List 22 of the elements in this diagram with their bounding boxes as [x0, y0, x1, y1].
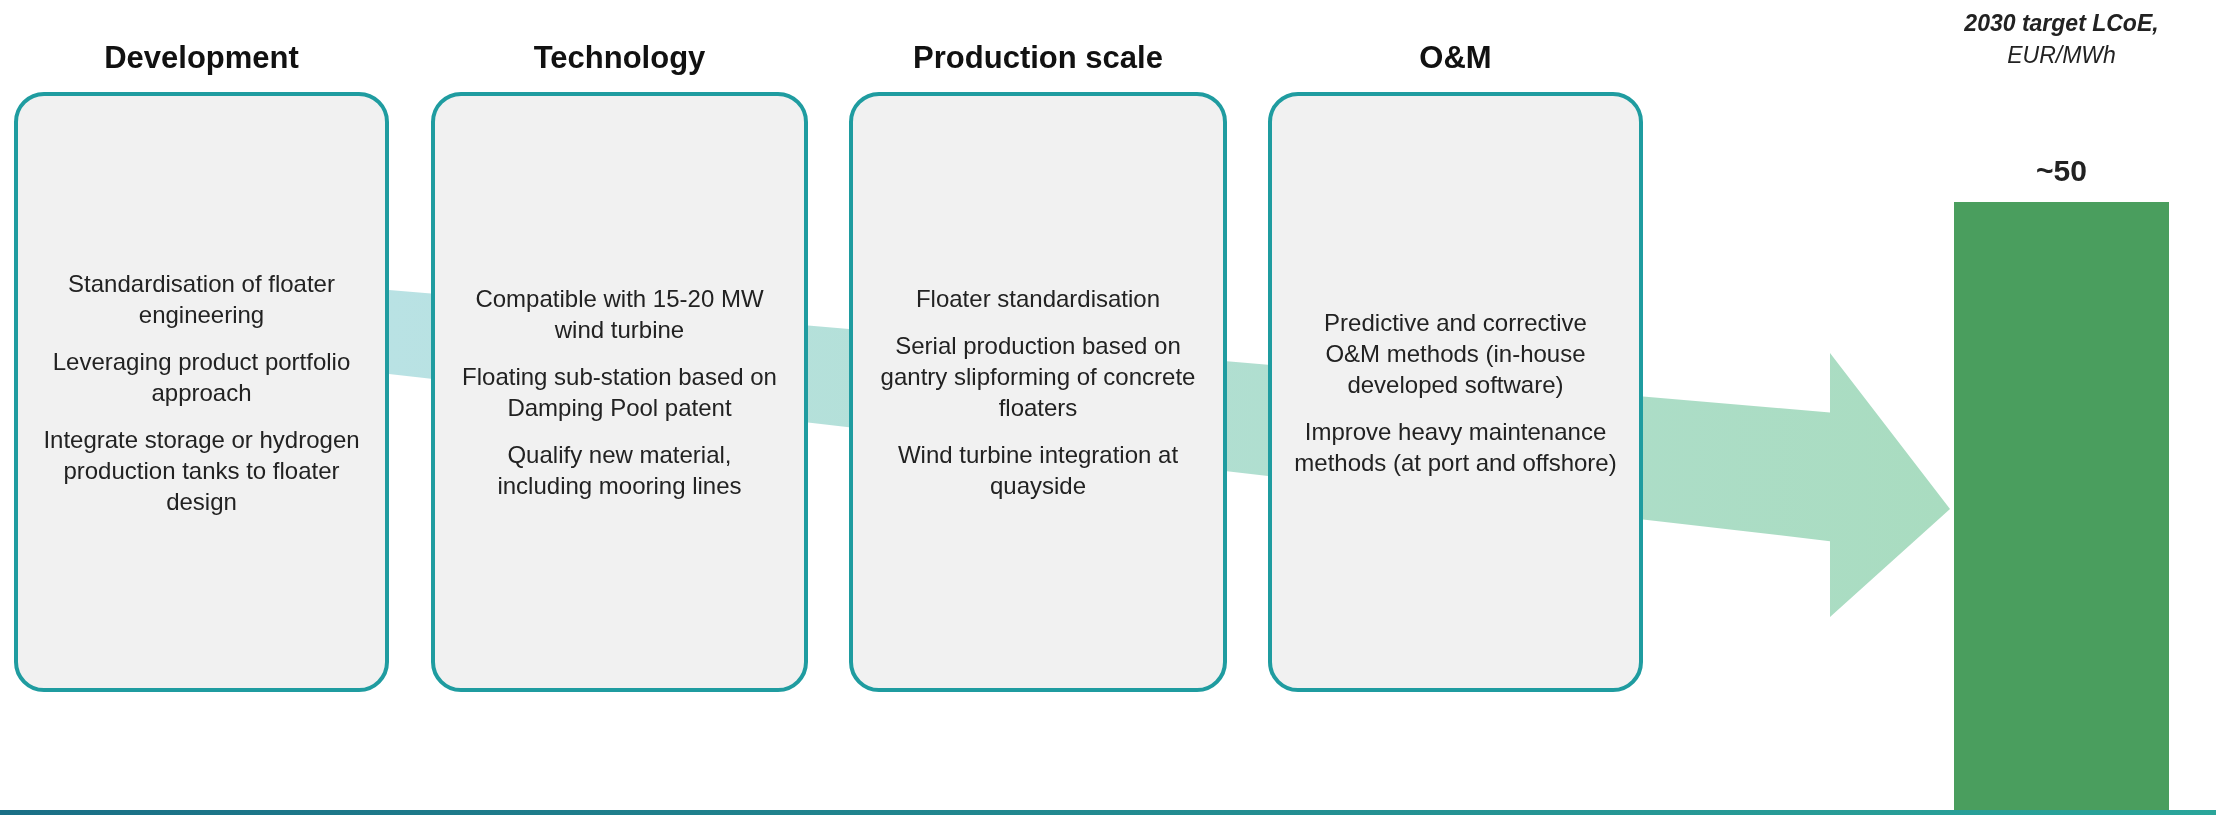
value-label: ~50 — [2035, 154, 2088, 188]
arrow — [389, 290, 431, 379]
bullet-text: Compatible with 15-20 MW wind turbine — [474, 284, 765, 345]
bullet-text: Standardisation of floater engineering — [67, 268, 336, 330]
arrow — [1643, 353, 1950, 617]
bullet-text: Qualify new material, including mooring lines — [496, 440, 743, 501]
bullet-text: Floater standardisation — [915, 284, 1161, 314]
stage-heading: O&M — [1418, 40, 1493, 76]
bullet-text: Serial production based on gantry slipforming of concrete floaters — [879, 331, 1197, 423]
arrow — [1227, 361, 1268, 476]
bullet-text: Leveraging product portfolio approach — [51, 346, 352, 408]
bullet-text: Improve heavy maintenance methods (at port and offshore) — [1294, 416, 1617, 478]
stage-heading: Development — [103, 40, 300, 76]
stage-heading: Production scale — [912, 40, 1164, 76]
bullet-text: Floating sub-station based on Damping Pool patent — [461, 362, 778, 423]
target-heading: EUR/MWh — [2006, 41, 2117, 70]
arrow — [808, 325, 849, 428]
stage-heading: Technology — [532, 40, 707, 76]
target-heading: 2030 target LCoE, — [1963, 9, 2160, 38]
bullet-text: Wind turbine integration at quayside — [896, 440, 1180, 501]
bullet-text: Predictive and corrective O&M methods (in-house developed software) — [1323, 307, 1588, 400]
bullet-text: Integrate storage or hydrogen production tanks to floater design — [42, 424, 361, 517]
